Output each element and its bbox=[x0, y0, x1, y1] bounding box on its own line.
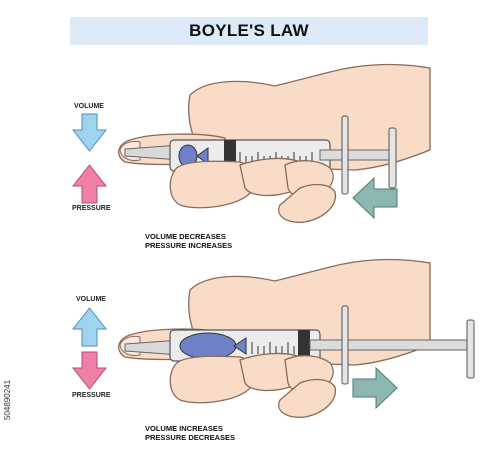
volume-decrease-arrow bbox=[71, 113, 108, 152]
panel-1-illustration bbox=[71, 63, 431, 223]
panel-2-volume-label: VOLUME bbox=[76, 296, 106, 303]
panel-1-caption-line-1: VOLUME DECREASES bbox=[145, 232, 226, 241]
panel-2-caption-line-2: PRESSURE DECREASES bbox=[145, 433, 236, 442]
panel-2-pressure-label: PRESSURE bbox=[72, 392, 111, 399]
fingers-1 bbox=[169, 157, 337, 223]
fingers-2 bbox=[169, 352, 337, 418]
page-title: BOYLE'S LAW bbox=[189, 21, 309, 40]
panel-1-caption: VOLUME DECREASES PRESSURE INCREASES bbox=[145, 232, 232, 250]
syringe-2 bbox=[124, 305, 475, 385]
panel-1-pressure-label: PRESSURE bbox=[72, 205, 111, 212]
panel-1-caption-line-2: PRESSURE INCREASES bbox=[145, 241, 233, 250]
volume-increase-arrow bbox=[71, 307, 108, 347]
panel-2-illustration bbox=[71, 258, 475, 418]
pressure-decrease-arrow bbox=[71, 351, 108, 390]
title-banner: BOYLE'S LAW bbox=[70, 17, 428, 45]
side-id-text: 504890241 bbox=[3, 379, 12, 420]
plunger-push-arrow bbox=[352, 176, 398, 220]
pressure-increase-arrow bbox=[71, 164, 108, 204]
panel-2-caption: VOLUME INCREASES PRESSURE DECREASES bbox=[145, 424, 235, 442]
panel-2-caption-line-1: VOLUME INCREASES bbox=[145, 424, 223, 433]
plunger-pull-arrow bbox=[352, 366, 398, 410]
panel-1-volume-label: VOLUME bbox=[74, 103, 104, 110]
